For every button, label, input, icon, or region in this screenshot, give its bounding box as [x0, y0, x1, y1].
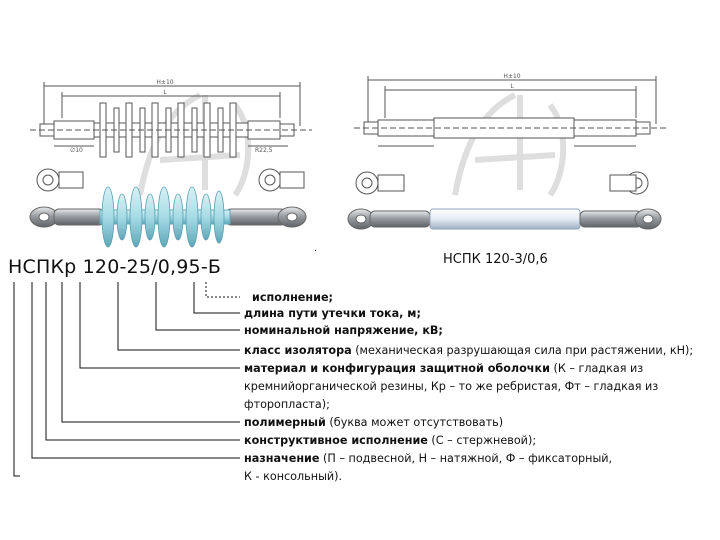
right-technical-drawing: [354, 76, 668, 195]
legend-line-3: номинальной напряжение, кВ;: [244, 324, 443, 338]
legend-note: (П – подвесной, Н – натяжной, Ф – фиксат…: [319, 452, 613, 465]
legend-line-11: К - консольный).: [244, 470, 342, 484]
left-technical-drawing: [30, 82, 312, 192]
legend-note: (буква может отсутствовать): [325, 416, 504, 429]
legend-note: К - консольный).: [244, 470, 343, 483]
legend-term: назначение: [244, 452, 320, 465]
legend-line-10: назначение (П – подвесной, Н – натяжной,…: [244, 452, 612, 466]
legend-note: (С – стержневой);: [427, 434, 537, 447]
right-dim-l: L: [510, 83, 514, 90]
legend-line-5: материал и конфигурация защитной оболочк…: [244, 362, 643, 376]
legend-leader-lines: [13, 282, 240, 477]
right-dimension-texts: H±10 L: [503, 73, 520, 90]
left-dimension-texts: H±10 L ∅10 R22,5: [70, 79, 273, 154]
legend-term: номинальной напряжение, кВ;: [244, 324, 443, 337]
legend-line-9: конструктивное исполнение (С – стержнево…: [244, 434, 536, 448]
legend-line-1: исполнение;: [252, 291, 333, 305]
legend-term: исполнение;: [252, 291, 334, 304]
legend-line-8: полимерный (буква может отсутствовать): [244, 416, 503, 430]
right-dot: ·: [314, 246, 318, 257]
left-3d-insulator: [29, 186, 307, 248]
legend-term: полимерный: [244, 416, 326, 429]
legend-note: (механическая разрушающая сила при растя…: [351, 344, 694, 357]
dim-d10: ∅10: [70, 147, 83, 154]
right-3d-insulator: [347, 208, 662, 230]
right-dim-h: H±10: [503, 73, 520, 80]
legend-note: фторопласта);: [244, 398, 330, 411]
legend-term: конструктивное исполнение: [244, 434, 428, 447]
legend-term: длина пути утечки тока, м;: [244, 307, 421, 320]
dim-l: L: [163, 89, 167, 96]
dim-r225: R22,5: [255, 147, 273, 154]
legend-term: класс изолятора: [244, 344, 352, 357]
dim-h: H±10: [156, 79, 173, 86]
right-designation: НСПК 120-3/0,6: [443, 252, 548, 267]
left-designation: НСПКр 120-25/0,95-Б: [8, 256, 222, 278]
legend-term: материал и конфигурация защитной оболочк…: [244, 362, 550, 375]
legend-line-2: длина пути утечки тока, м;: [244, 307, 421, 321]
legend-note: кремнийорганической резины, Кр – то же р…: [244, 380, 659, 393]
watermark-right: [452, 92, 567, 197]
legend-line-4: класс изолятора (механическая разрушающа…: [244, 344, 693, 358]
legend-line-6: кремнийорганической резины, Кр – то же р…: [244, 380, 658, 394]
legend-note: (К – гладкая из: [549, 362, 644, 375]
legend-line-7: фторопласта);: [244, 398, 330, 412]
